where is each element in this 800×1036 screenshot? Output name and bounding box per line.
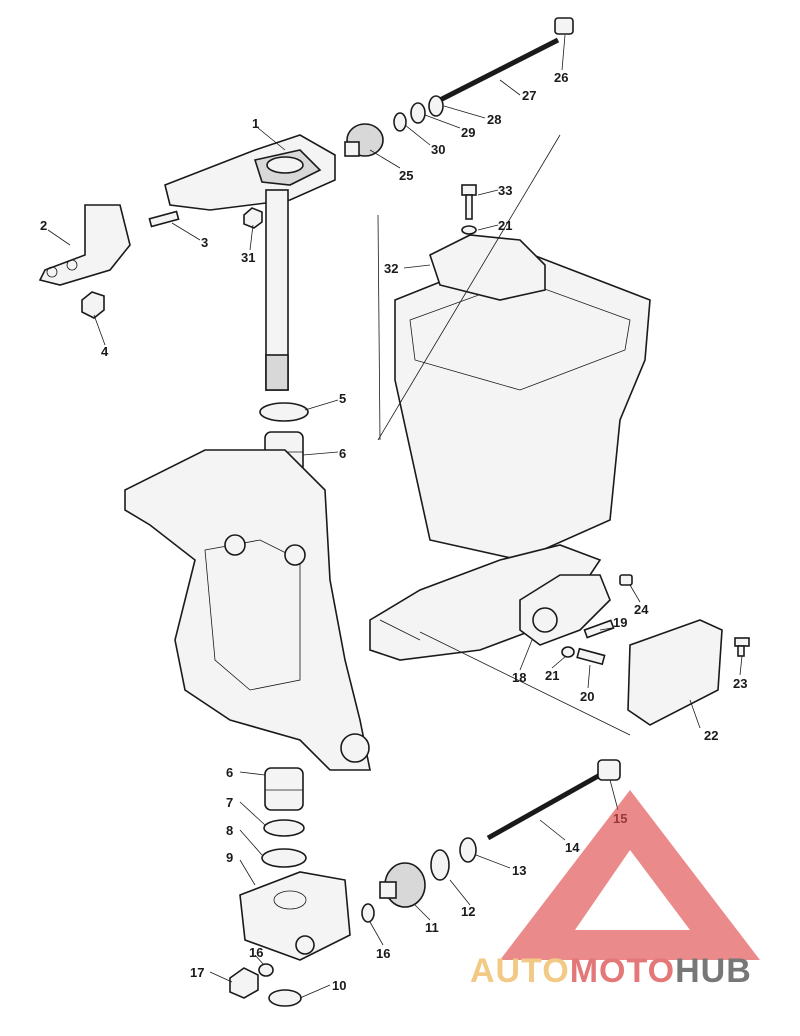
callout-14: 14: [565, 840, 580, 855]
watermark-logo: AUTOMOTOHUB: [470, 790, 760, 990]
callout-2: 2: [40, 218, 47, 233]
callout-25: 25: [399, 168, 413, 183]
callout-16a: 16: [249, 945, 263, 960]
callout-32: 32: [384, 261, 398, 276]
thru-bolt-part-27: [438, 37, 560, 103]
watermark-part-hub: HUB: [675, 952, 752, 990]
callout-28: 28: [487, 112, 501, 127]
washer-part-16-left: [258, 963, 274, 977]
callout-27: 27: [522, 88, 536, 103]
callout-21a: 21: [498, 218, 512, 233]
callout-33: 33: [498, 183, 512, 198]
nut-part-26: [554, 17, 574, 35]
screw-part-23: [734, 637, 750, 657]
callout-4: 4: [101, 344, 109, 359]
callout-21b: 21: [545, 668, 559, 683]
callout-5: 5: [339, 391, 346, 406]
callout-10: 10: [332, 978, 346, 993]
washer-part-29: [410, 102, 426, 124]
nut-part-4: [81, 291, 105, 319]
bracket-part-2: [38, 204, 131, 286]
screw-part-19: [583, 619, 615, 639]
callout-16b: 16: [376, 946, 390, 961]
bolt-part-20: [576, 647, 606, 666]
callout-6b: 6: [226, 765, 233, 780]
retaining-ring-part-10: [268, 989, 302, 1007]
callout-26: 26: [554, 70, 568, 85]
callout-6a: 6: [339, 446, 346, 461]
callout-13: 13: [512, 863, 526, 878]
screw-part-24: [619, 574, 633, 586]
callout-9: 9: [226, 850, 233, 865]
washer-part-21-upper: [461, 225, 477, 235]
steering-yoke-part-9: [239, 871, 351, 961]
callout-labels: 1 2 3 4 5 6 6 7 8 9 10 11 12 13 14 15 16…: [40, 70, 747, 993]
callout-7: 7: [226, 795, 233, 810]
washer-part-16-right: [361, 903, 375, 923]
washer-part-5: [259, 402, 309, 422]
callout-12: 12: [461, 904, 475, 919]
mount-part-11: [379, 862, 426, 908]
callout-17: 17: [190, 965, 204, 980]
washer-part-8: [261, 848, 307, 868]
stud-part-3: [148, 210, 180, 228]
callout-1: 1: [252, 116, 259, 131]
bolt-part-33: [461, 184, 477, 220]
callout-23: 23: [733, 676, 747, 691]
callout-24: 24: [634, 602, 649, 617]
callout-18: 18: [512, 670, 526, 685]
mount-part-25: [344, 123, 384, 157]
watermark-text: AUTOMOTOHUB: [470, 952, 752, 990]
callout-31: 31: [241, 250, 255, 265]
callout-22: 22: [704, 728, 718, 743]
callout-30: 30: [431, 142, 445, 157]
washer-part-21-lower: [561, 646, 575, 658]
nut-part-17: [229, 967, 259, 999]
swivel-bracket: [124, 449, 371, 771]
callout-29: 29: [461, 125, 475, 140]
mount-part-32: [429, 234, 546, 301]
washer-part-13: [459, 837, 477, 863]
washer-part-30: [393, 112, 407, 132]
washer-part-7: [263, 819, 305, 837]
cover-part-22: [627, 619, 723, 726]
nut-part-15: [597, 759, 621, 781]
washer-part-12: [430, 849, 450, 881]
callout-11: 11: [425, 920, 439, 935]
lower-mount-part-18: [519, 574, 611, 646]
callout-3: 3: [201, 235, 208, 250]
callout-20: 20: [580, 689, 594, 704]
bushing-part-6-lower: [264, 767, 304, 811]
thru-bolt-part-14: [486, 772, 602, 841]
steering-arm-assembly: [164, 134, 336, 391]
callout-19: 19: [613, 615, 627, 630]
washer-part-28: [428, 95, 444, 117]
nut-part-31: [243, 207, 263, 229]
watermark-triangle-icon: [500, 790, 760, 960]
watermark-part-auto: AUTO: [470, 952, 570, 990]
callout-8: 8: [226, 823, 233, 838]
drive-shaft-housing: [369, 249, 651, 661]
leader-lines: [47, 34, 743, 999]
watermark-part-moto: MOTO: [570, 952, 675, 990]
